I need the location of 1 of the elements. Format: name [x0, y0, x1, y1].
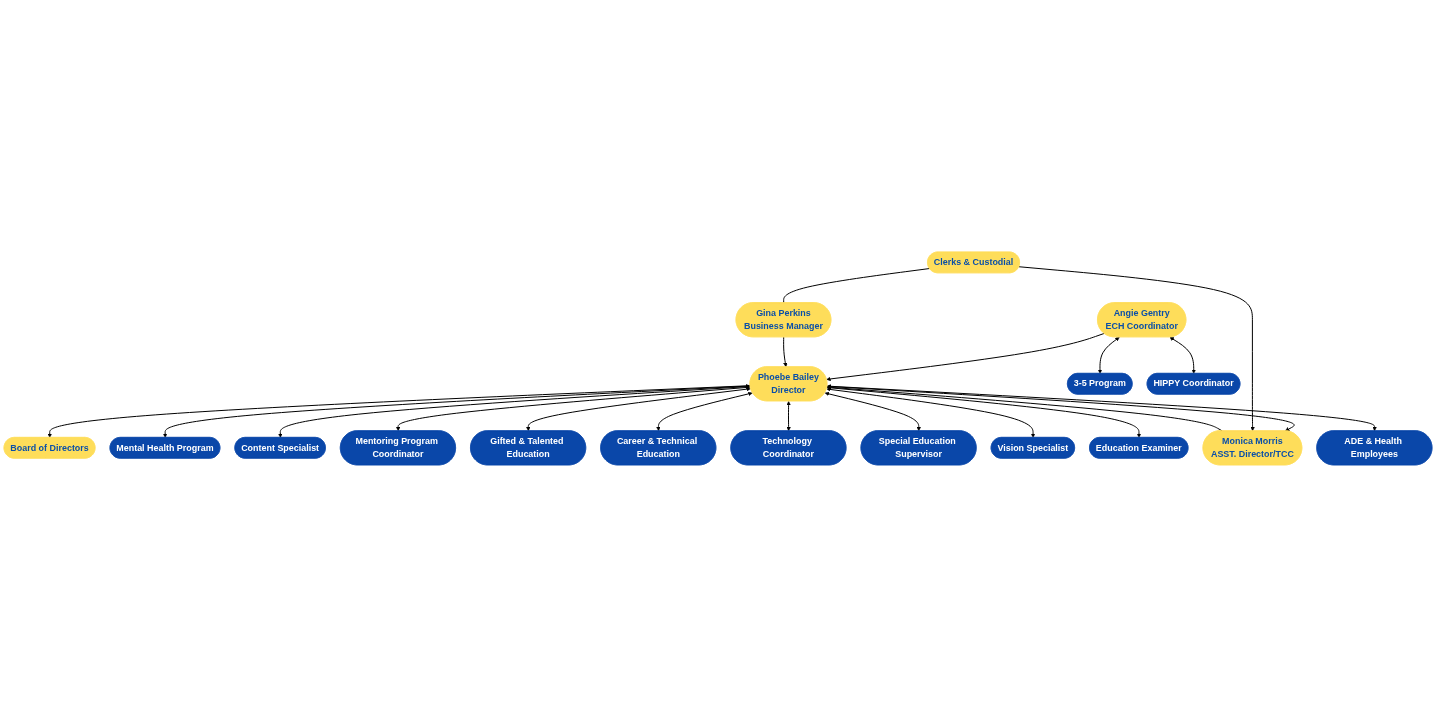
connector	[783, 268, 931, 304]
